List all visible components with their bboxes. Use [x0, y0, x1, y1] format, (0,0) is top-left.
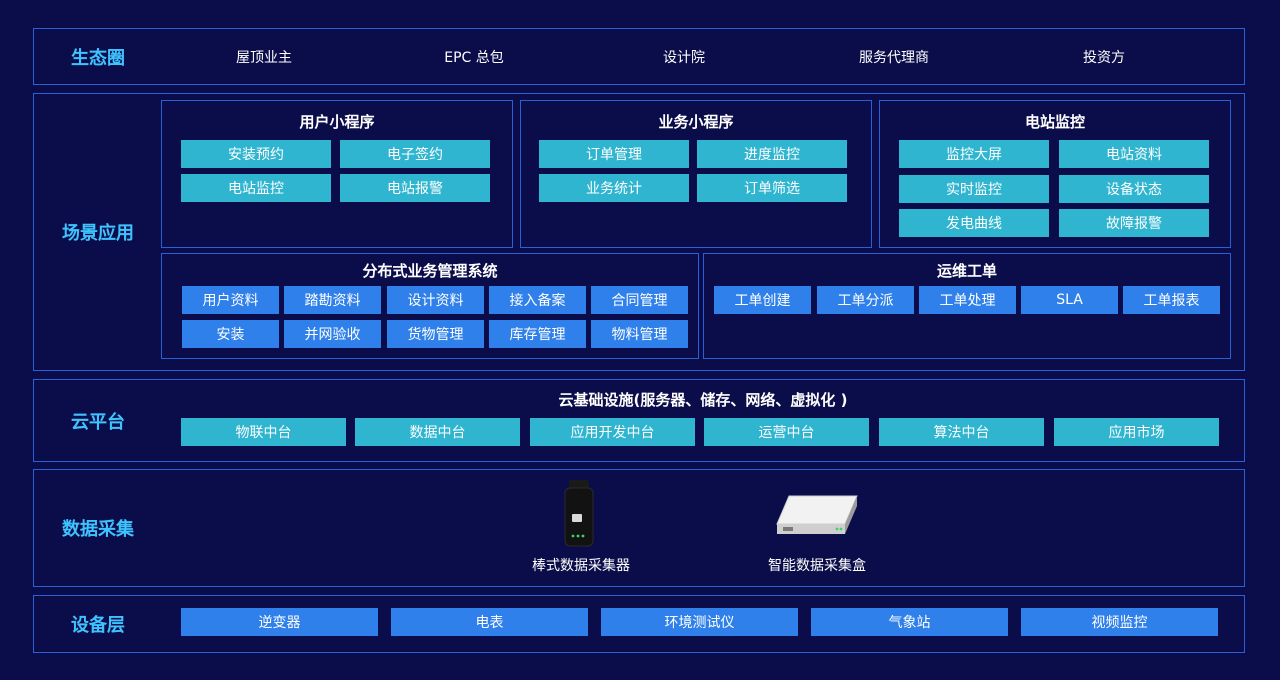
cloud-label: 云平台	[71, 411, 125, 433]
dbms-tile: 物料管理	[591, 320, 688, 348]
stick-collector-image	[564, 480, 594, 547]
collection-band: 数据采集 棒式数据采集器 智能数据采集盒	[33, 469, 1245, 587]
collection-label: 数据采集	[62, 519, 134, 540]
dbms-tile: 用户资料	[182, 286, 279, 314]
device-tile: 环境测试仪	[601, 608, 798, 636]
biz-app-tile: 业务统计	[539, 174, 689, 202]
ops-tile: 工单创建	[714, 286, 811, 314]
ops-ticket-box: 运维工单 工单创建 工单分派 工单处理 SLA 工单报表	[703, 253, 1231, 359]
biz-app-tile: 订单管理	[539, 140, 689, 168]
user-app-box: 用户小程序 安装预约 电子签约 电站监控 电站报警	[161, 100, 513, 248]
station-tile: 发电曲线	[899, 209, 1049, 237]
biz-app-title: 业务小程序	[658, 113, 734, 131]
user-app-tile: 安装预约	[181, 140, 331, 168]
dbms-tile: 设计资料	[387, 286, 484, 314]
stick-collector-caption: 棒式数据采集器	[532, 558, 630, 574]
ops-tile: 工单分派	[817, 286, 914, 314]
smart-collector-box-caption: 智能数据采集盒	[768, 558, 866, 574]
eco-item-design-institute: 设计院	[663, 49, 705, 66]
station-monitor-box: 电站监控 监控大屏 电站资料 实时监控 设备状态 发电曲线 故障报警	[879, 100, 1231, 248]
ecosystem-label: 生态圈	[71, 47, 125, 69]
station-tile: 监控大屏	[899, 140, 1049, 168]
station-tile: 实时监控	[899, 175, 1049, 203]
dbms-tile: 踏勘资料	[284, 286, 381, 314]
ops-tile: 工单报表	[1123, 286, 1220, 314]
dbms-tile: 接入备案	[489, 286, 586, 314]
cloud-tile: 物联中台	[181, 418, 346, 446]
dbms-tile: 货物管理	[387, 320, 484, 348]
cloud-infra-title: 云基础设施(服务器、储存、网络、虚拟化 )	[558, 391, 848, 409]
device-tile: 气象站	[811, 608, 1008, 636]
station-monitor-title: 电站监控	[1024, 113, 1085, 131]
ops-tile: 工单处理	[919, 286, 1016, 314]
eco-item-epc: EPC 总包	[444, 49, 504, 66]
ops-tile: SLA	[1021, 286, 1118, 314]
dbms-tile: 安装	[182, 320, 279, 348]
user-app-tile: 电子签约	[340, 140, 490, 168]
device-layer-label: 设备层	[71, 615, 125, 636]
cloud-band: 云平台 云基础设施(服务器、储存、网络、虚拟化 ) 物联中台 数据中台 应用开发…	[33, 379, 1245, 462]
cloud-tile: 算法中台	[879, 418, 1044, 446]
device-tile: 视频监控	[1021, 608, 1218, 636]
scenario-band: 场景应用 用户小程序 安装预约 电子签约 电站监控 电站报警 业务小程序 订单管…	[33, 93, 1245, 371]
user-app-tile: 电站报警	[340, 174, 490, 202]
eco-item-service-agent: 服务代理商	[859, 49, 929, 66]
station-tile: 故障报警	[1059, 209, 1209, 237]
eco-item-roof-owner: 屋顶业主	[236, 49, 292, 66]
biz-app-box: 业务小程序 订单管理 进度监控 业务统计 订单筛选	[520, 100, 872, 248]
station-tile: 设备状态	[1059, 175, 1209, 203]
smart-collector-box-image	[776, 495, 858, 534]
biz-app-tile: 订单筛选	[697, 174, 847, 202]
cloud-tile: 应用市场	[1054, 418, 1219, 446]
cloud-tile: 数据中台	[355, 418, 520, 446]
device-tile: 电表	[391, 608, 588, 636]
biz-app-tile: 进度监控	[697, 140, 847, 168]
user-app-title: 用户小程序	[299, 113, 375, 131]
scenario-label: 场景应用	[62, 223, 134, 244]
station-tile: 电站资料	[1059, 140, 1209, 168]
dbms-title: 分布式业务管理系统	[362, 262, 498, 280]
device-tile: 逆变器	[181, 608, 378, 636]
eco-item-investor: 投资方	[1083, 49, 1125, 66]
ops-ticket-title: 运维工单	[936, 262, 997, 280]
user-app-tile: 电站监控	[181, 174, 331, 202]
cloud-tile: 运营中台	[704, 418, 869, 446]
dbms-tile: 并网验收	[284, 320, 381, 348]
dbms-box: 分布式业务管理系统 用户资料 踏勘资料 设计资料 接入备案 合同管理 安装 并网…	[161, 253, 699, 359]
dbms-tile: 合同管理	[591, 286, 688, 314]
dbms-tile: 库存管理	[489, 320, 586, 348]
cloud-tile: 应用开发中台	[530, 418, 695, 446]
ecosystem-band: 生态圈 屋顶业主 EPC 总包 设计院 服务代理商 投资方	[33, 28, 1245, 85]
device-layer-band: 设备层 逆变器 电表 环境测试仪 气象站 视频监控	[33, 595, 1245, 653]
